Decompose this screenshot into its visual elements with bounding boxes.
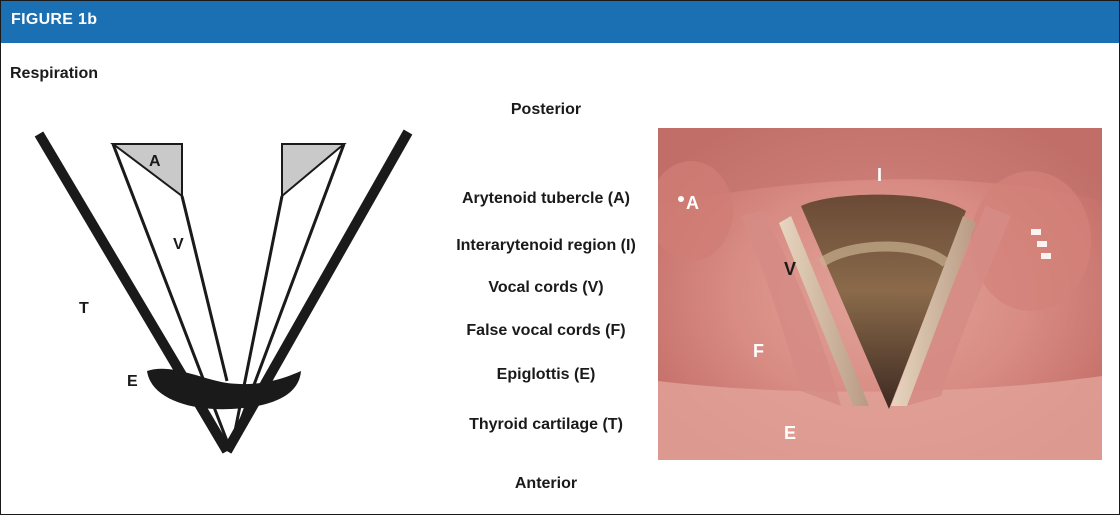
orientation-posterior: Posterior bbox=[511, 101, 581, 118]
legend-item-arytenoid: Arytenoid tubercle (A) bbox=[462, 190, 630, 207]
photo-label-i: I bbox=[877, 165, 882, 185]
orientation-anterior: Anterior bbox=[515, 475, 577, 492]
endoscopy-photo: A I V F E bbox=[649, 128, 1102, 460]
photo-label-e: E bbox=[784, 423, 796, 443]
photo-label-a: A bbox=[686, 193, 699, 213]
schematic-label-e: E bbox=[127, 373, 138, 390]
schematic-label-v: V bbox=[173, 236, 184, 253]
legend-item-false-cords: False vocal cords (F) bbox=[466, 322, 625, 339]
schematic: A V T E bbox=[39, 132, 408, 451]
legend-item-thyroid: Thyroid cartilage (T) bbox=[469, 416, 623, 433]
vocal-cord-left-inner bbox=[182, 196, 227, 381]
legend-item-vocal-cords: Vocal cords (V) bbox=[488, 279, 603, 296]
legend-column: Posterior Arytenoid tubercle (A) Interar… bbox=[456, 101, 636, 492]
legend-item-epiglottis: Epiglottis (E) bbox=[497, 366, 596, 383]
photo-label-v: V bbox=[784, 259, 796, 279]
legend-item-interarytenoid: Interarytenoid region (I) bbox=[456, 237, 636, 254]
schematic-label-t: T bbox=[79, 300, 89, 317]
schematic-label-a: A bbox=[149, 153, 161, 170]
photo-label-f: F bbox=[753, 341, 764, 361]
